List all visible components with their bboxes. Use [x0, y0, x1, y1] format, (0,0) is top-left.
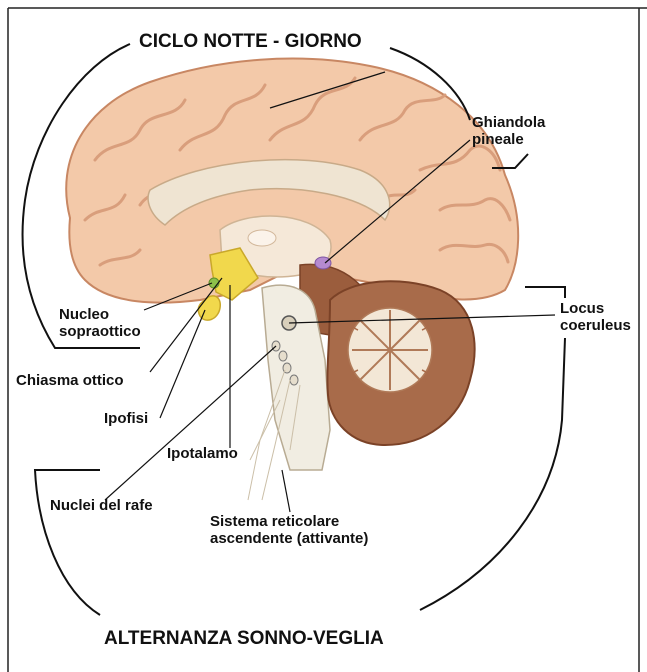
label-nucleo-sopraottico: Nucleo sopraottico — [59, 306, 141, 340]
pineal-gland — [315, 257, 331, 269]
label-sistema-reticolare: Sistema reticolare ascendente (attivante… — [210, 513, 368, 547]
label-locus-coeruleus: Locus coeruleus — [560, 300, 631, 334]
label-ghiandola-pineale: Ghiandola pineale — [472, 114, 545, 148]
title-ciclo-notte-giorno: CICLO NOTTE - GIORNO — [139, 31, 362, 53]
label-ipotalamo: Ipotalamo — [167, 445, 238, 462]
label-nuclei-del-rafe: Nuclei del rafe — [50, 497, 153, 514]
label-chiasma-ottico: Chiasma ottico — [16, 372, 124, 389]
label-ipofisi: Ipofisi — [104, 410, 148, 427]
title-alternanza-sonno-veglia: ALTERNANZA SONNO-VEGLIA — [104, 628, 384, 650]
